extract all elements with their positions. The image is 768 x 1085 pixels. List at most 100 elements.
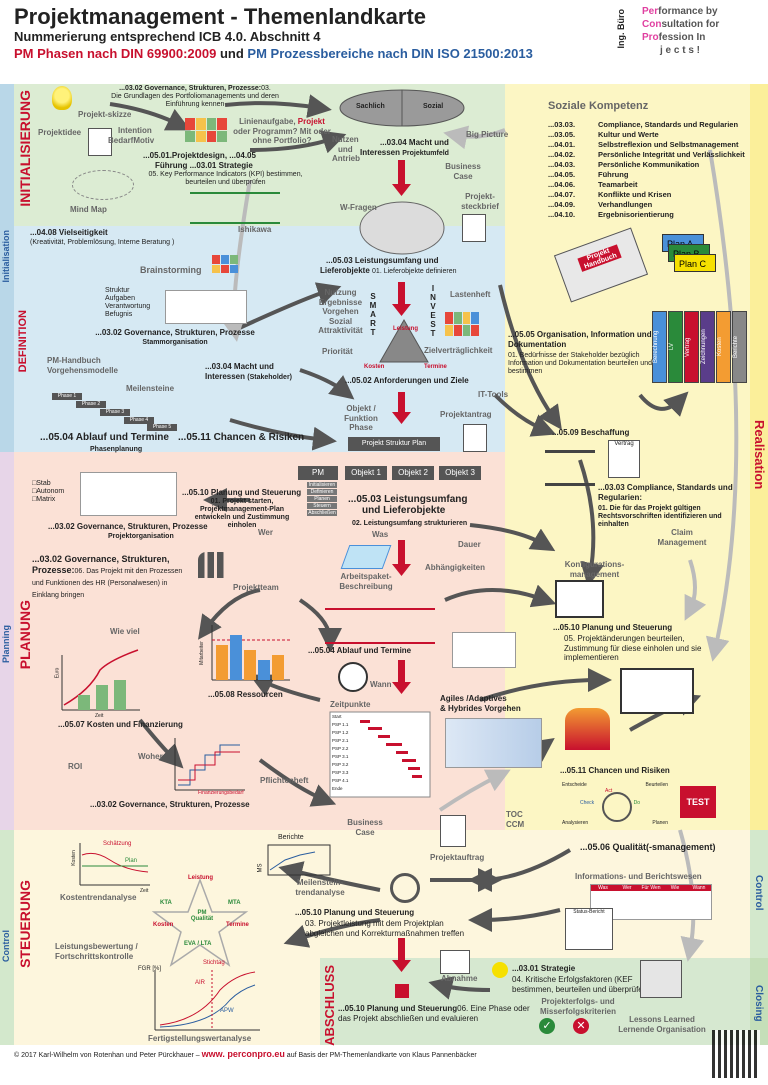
meilenstein-chart [267,844,331,876]
definition-zone [0,226,505,452]
document-icon [88,128,112,156]
compliance-desc: 01. Die für das Projekt gültigen Rechtsv… [598,505,722,528]
phase-realisation: Realisation [752,420,767,490]
gov-portfolio: ...03.02 Governance, Strukturen, Prozess… [111,85,279,108]
org-bullets: Struktur Aufgaben Verantwortung Befugnis [105,287,151,318]
toc-ccm: TOC CCM [506,810,525,829]
star-eva: EVA / LTA [184,941,212,947]
antrag-icon [463,424,487,452]
network-plan [325,608,435,644]
ps-control: ...05.10 Planung und Steuerung [295,908,415,917]
business-case-plan: Business Case [347,818,383,837]
leistungsbewertung: Leistungsbewertung / Fortschrittskontrol… [55,942,138,961]
soziale-kompetenz-list: ...03.03.Compliance, Standards und Regul… [548,120,745,220]
gantt-bars [360,720,422,778]
sk-item: ...04.06.Teamarbeit [548,180,638,189]
leistungsumfang-plan: ...05.03 Leistungsumfang und Lieferobjek… [348,494,468,516]
ps-control-desc: 03. Projektleistung mit dem Projektplan … [305,919,465,938]
sachlich-label: Sachlich [356,103,385,110]
kosten-finanzierung: ...05.07 Kosten und Finanzierung [58,720,183,729]
ishikawa-label: Ishikawa [238,225,272,234]
nutzen-antrieb: Nutzen und Antrieb [332,135,360,163]
auftrag-icon [440,815,466,847]
finanzierungsbedarf: Finanzierungsbedarf [198,790,244,796]
sk-item: ...04.05.Führung [548,170,629,179]
organisation-desc: 01. Bedürfnisse der Stakeholder bezüglic… [508,352,652,375]
strip-closing-r [750,958,768,1045]
was-label: Was [372,530,389,539]
binders: Berechnung LV Vertrag Zeichnungen Kosten… [652,305,747,383]
sk-item: ...04.03.Persönliche Kommunikation [548,160,700,169]
strategie-closing: ...03.01 Strategie [512,964,576,973]
schaetzung: Schätzung [103,841,132,847]
leistungsumfang-def: ...05.03 Leistungsumfang und Lieferobjek… [320,256,457,275]
linienaufgabe: Linienaufgabe, Projekt oder Programm? Mi… [233,117,331,145]
phase-1: Phase 1 [52,393,82,400]
phase-flow-arrows [392,160,411,972]
finanzierung-chart [174,738,245,791]
pm-phasen-standard: PM Phasen nach DIN 69900:2009 [14,46,217,61]
pdca-icon: Entscheide Beurteilen Analysieren Planen… [562,782,668,826]
kostentrend: Kostentrendanalyse [60,893,137,902]
cross-icon: ✕ [573,1018,589,1034]
agile-icon [445,718,542,768]
status-bericht: Status-Bericht [565,908,613,950]
pm-header: PM [298,466,338,480]
macht-stakeholder: ...03.04 Macht und Interessen (Stakehold… [205,362,292,381]
brainstorm-icon [212,255,238,273]
sk-item: ...04.02.Persönliche Integrität und Verl… [548,150,745,159]
roi-label: ROI [68,762,83,771]
ressourcen: ...05.08 Ressourcen [208,690,283,699]
anforderungen: ...05.02 Anforderungen und Ziele [345,376,469,385]
steuerung-zone [0,830,320,1045]
projekt-steckbrief: Projekt-steckbrief [461,192,499,211]
big-picture: Big Picture [466,130,509,139]
konfig: Konfigurations-management [564,560,625,579]
abhaengigkeiten: Abhängigkeiten [425,563,486,572]
ps-real-desc: 05. Projektänderungen beurteilen, Zustim… [564,634,702,662]
gov-projektorg: ...03.02 Governance, Strukturen, Prozess… [48,522,208,540]
strip-real [750,84,768,830]
chancen-real: ...05.11 Chancen und Risiken [560,766,670,775]
gov-stamm: ...03.02 Governance, Strukturen, Prozess… [95,328,255,346]
triangle-leistung: Leistung [393,326,418,332]
strip-init [0,84,14,452]
ressourcen-chart [211,625,290,681]
projektantrag: Projektantrag [440,410,492,419]
ablauf-plan: ...05.04 Ablauf und Termine [308,646,412,655]
mind-map-label: Mind Map [70,205,107,214]
plan-label: Plan [125,858,138,864]
abnahme: Abnahme [441,974,478,983]
kpi-desc: 05. Key Performance Indicators (KPI) bes… [148,171,303,186]
ps-closing: ...05.10 Planung und Steuerung06. Eine P… [338,1004,530,1023]
apw: APW [220,1008,234,1014]
pm-items: Initialisieren Definieren Planen Steuern… [307,482,337,516]
dauer-label: Dauer [458,540,481,549]
zielvertraeglichkeit: Zielverträglichkeit [424,346,493,355]
logo: Ing. Büro Performance by Consultation fo… [614,3,764,63]
strip-control [0,830,14,1045]
zeit-axis-ctrl: Zeit [140,888,149,894]
screenshot-thumb [452,632,516,668]
phase-closing-right: Closing [753,985,764,1022]
abnahme-icon [440,950,470,974]
projekt-skizze: Projekt-skizze [78,110,132,119]
phase-5: Phase 5 [147,424,177,431]
steckbrief-icon [462,214,486,242]
kosten-bars [78,680,126,710]
soziale-kompetenz-title: Soziale Kompetenz [548,100,649,112]
mitarbeiter-axis: Mitarbeiter [198,641,205,665]
sk-item: ...04.09.Verhandlungen [548,200,653,209]
strip-control-r [750,830,768,958]
ablauf-phasen: ...05.04 Ablauf und Termine Phasenplanun… [40,432,169,453]
objekt-funktion: Objekt / Funktion Phase [344,404,378,432]
magic-triangle [379,318,429,363]
it-tools: IT-Tools [478,390,509,399]
strip-plan [0,452,14,830]
lastenheft-grid [445,312,479,336]
footer-link[interactable]: www. perconpro.eu [201,1049,285,1059]
